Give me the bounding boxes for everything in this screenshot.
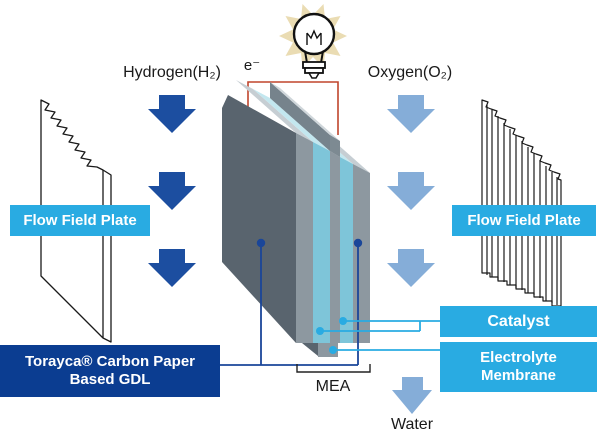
- oxygen-label: Oxygen(O₂): [367, 64, 453, 81]
- gdl-leader-dot: [353, 238, 363, 248]
- mea-bracket: [296, 364, 371, 373]
- oxygen-arrows: [387, 95, 435, 287]
- electrolyte-membrane-label: Electrolyte Membrane: [440, 342, 597, 392]
- electrolyte-line1: Electrolyte: [480, 349, 557, 366]
- catalyst-stripe-left: [313, 142, 330, 343]
- gdl-leader-lines: [220, 243, 359, 366]
- light-bulb-icon: [292, 12, 336, 79]
- hydrogen-arrows: [148, 95, 196, 287]
- down-arrow-icon-light-blue: [387, 172, 435, 210]
- catalyst-leader-lines: [320, 320, 440, 332]
- gdl-leader-dot: [256, 238, 266, 248]
- gdl-stripe-right: [353, 164, 370, 343]
- fuel-cell-stack: [222, 95, 370, 357]
- gdl-stripe-left: [296, 133, 313, 343]
- membrane-bottom-tab-dark: [302, 343, 318, 356]
- down-arrow-icon-light-blue: [387, 249, 435, 287]
- catalyst-label: Catalyst: [440, 306, 597, 337]
- membrane-top-fin: [270, 82, 340, 157]
- membrane-leader-dot: [329, 346, 337, 354]
- hydrogen-label: Hydrogen(H₂): [123, 64, 221, 81]
- membrane-stripe: [330, 151, 340, 343]
- electrolyte-line2: Membrane: [480, 367, 557, 384]
- flow-field-plate-left-label: Flow Field Plate: [10, 205, 150, 236]
- gdl-label: Torayca® Carbon Paper Based GDL: [0, 345, 220, 397]
- down-arrow-icon-light-blue: [387, 95, 435, 133]
- water-label: Water: [390, 416, 434, 433]
- catalyst-leader-dot: [316, 327, 324, 335]
- water-arrow: [392, 377, 432, 414]
- down-arrow-icon-dark-blue: [148, 172, 196, 210]
- down-arrow-icon-dark-blue: [148, 249, 196, 287]
- electron-label: e⁻: [243, 57, 261, 74]
- right-flow-field-plate-drawing: [481, 99, 562, 307]
- gdl-anode-slab: [222, 95, 296, 343]
- flow-field-plate-right-label: Flow Field Plate: [452, 205, 596, 236]
- catalyst-stripe-right: [340, 157, 353, 343]
- mea-label: MEA: [315, 378, 351, 395]
- gdl-line2: Based GDL: [69, 371, 151, 388]
- down-arrow-icon-dark-blue: [148, 95, 196, 133]
- down-arrow-icon-light-blue: [392, 377, 432, 414]
- catalyst-leader-dot: [339, 317, 347, 325]
- gdl-line1: Torayca® Carbon Paper: [25, 353, 195, 370]
